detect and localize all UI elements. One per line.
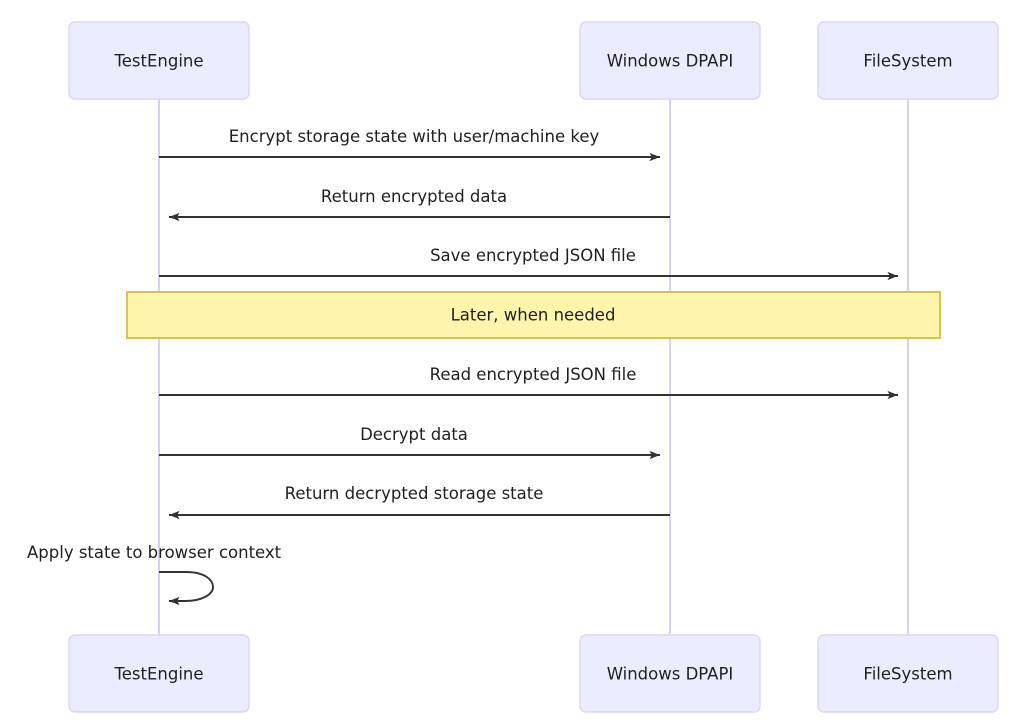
actor-windows-dpapi-top[interactable]: Windows DPAPI (579, 21, 761, 100)
note-rect-later-when-needed[interactable] (126, 291, 941, 339)
actor-filesystem-top[interactable]: FileSystem (817, 21, 999, 100)
actor-boxes-top: TestEngine Windows DPAPI FileSystem (68, 21, 999, 100)
actor-testengine-top[interactable]: TestEngine (68, 21, 250, 100)
actor-box-filesystem-top[interactable] (817, 21, 999, 100)
actor-windows-dpapi-bottom[interactable]: Windows DPAPI (579, 634, 761, 713)
message-apply-state-to-browser-context[interactable]: Apply state to browser context (27, 543, 282, 606)
actor-label-filesystem-bottom: FileSystem (863, 665, 952, 684)
message-label-return-encrypted-data: Return encrypted data (321, 187, 507, 206)
actor-label-testengine-bottom: TestEngine (113, 665, 203, 684)
actor-box-filesystem-bottom[interactable] (817, 634, 999, 713)
actor-box-windows-dpapi-bottom[interactable] (579, 634, 761, 713)
message-return-encrypted-data[interactable]: Return encrypted data (169, 187, 670, 222)
message-encrypt-storage-state[interactable]: Encrypt storage state with user/machine … (159, 127, 660, 162)
message-label-read-encrypted-json-file: Read encrypted JSON file (430, 365, 637, 384)
note-later-when-needed[interactable]: Later, when needed (126, 291, 941, 339)
actor-label-windows-dpapi-bottom: Windows DPAPI (607, 665, 734, 684)
actor-box-windows-dpapi-top[interactable] (579, 21, 761, 100)
message-label-encrypt-storage-state: Encrypt storage state with user/machine … (229, 127, 600, 146)
actor-label-testengine-top: TestEngine (113, 52, 203, 71)
message-save-encrypted-json-file[interactable]: Save encrypted JSON file (159, 246, 898, 281)
message-decrypt-data[interactable]: Decrypt data (159, 425, 660, 460)
actor-boxes-bottom: TestEngine Windows DPAPI FileSystem (68, 634, 999, 713)
actor-label-windows-dpapi-top: Windows DPAPI (607, 52, 734, 71)
actor-filesystem-bottom[interactable]: FileSystem (817, 634, 999, 713)
actor-label-filesystem-top: FileSystem (863, 52, 952, 71)
actor-testengine-bottom[interactable]: TestEngine (68, 634, 250, 713)
actor-box-testengine-bottom[interactable] (68, 634, 250, 713)
message-return-decrypted-storage-state[interactable]: Return decrypted storage state (169, 484, 670, 520)
message-label-apply-state-to-browser-context: Apply state to browser context (27, 543, 282, 562)
actor-box-testengine-top[interactable] (68, 21, 250, 100)
message-label-return-decrypted-storage-state: Return decrypted storage state (285, 484, 544, 503)
message-label-decrypt-data: Decrypt data (360, 425, 468, 444)
message-read-encrypted-json-file[interactable]: Read encrypted JSON file (159, 365, 898, 400)
message-label-save-encrypted-json-file: Save encrypted JSON file (430, 246, 636, 265)
lifelines-group (158, 99, 909, 635)
message-arrow-apply-state-to-browser-context (159, 571, 214, 606)
note-label-later-when-needed: Later, when needed (451, 306, 616, 325)
